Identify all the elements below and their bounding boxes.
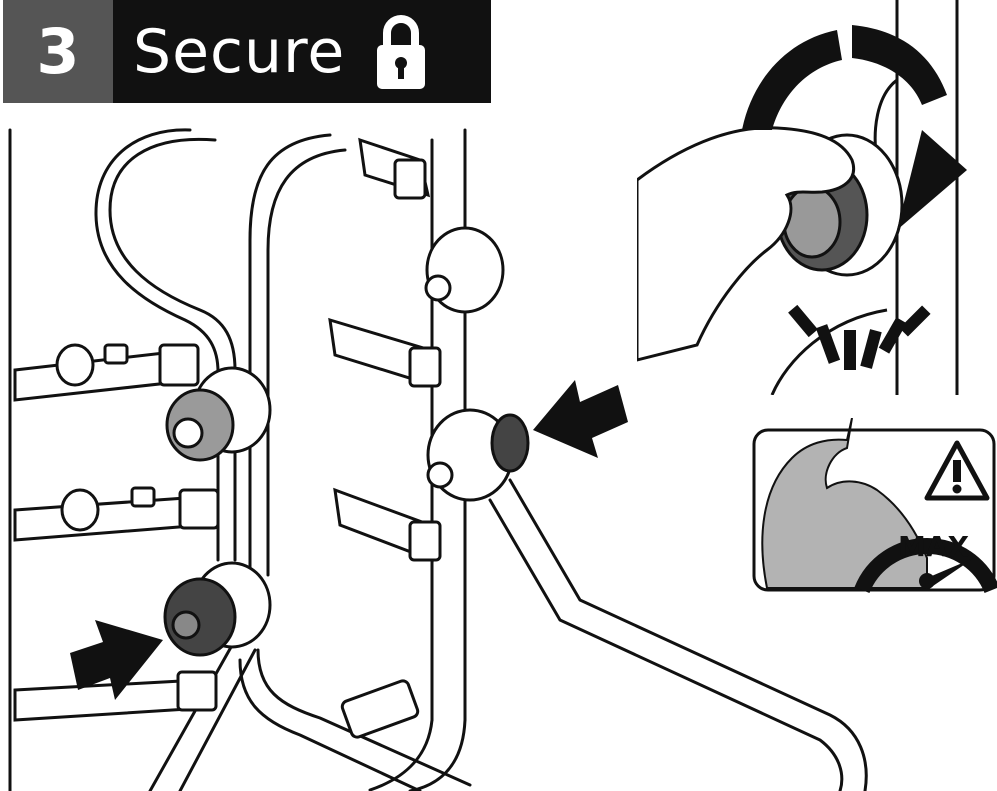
- gauge-max-label: MAX: [898, 530, 970, 563]
- push-arrow-right: [533, 380, 628, 458]
- max-torque-panel: MAX: [752, 418, 997, 593]
- hand-tighten-inset: [637, 0, 997, 395]
